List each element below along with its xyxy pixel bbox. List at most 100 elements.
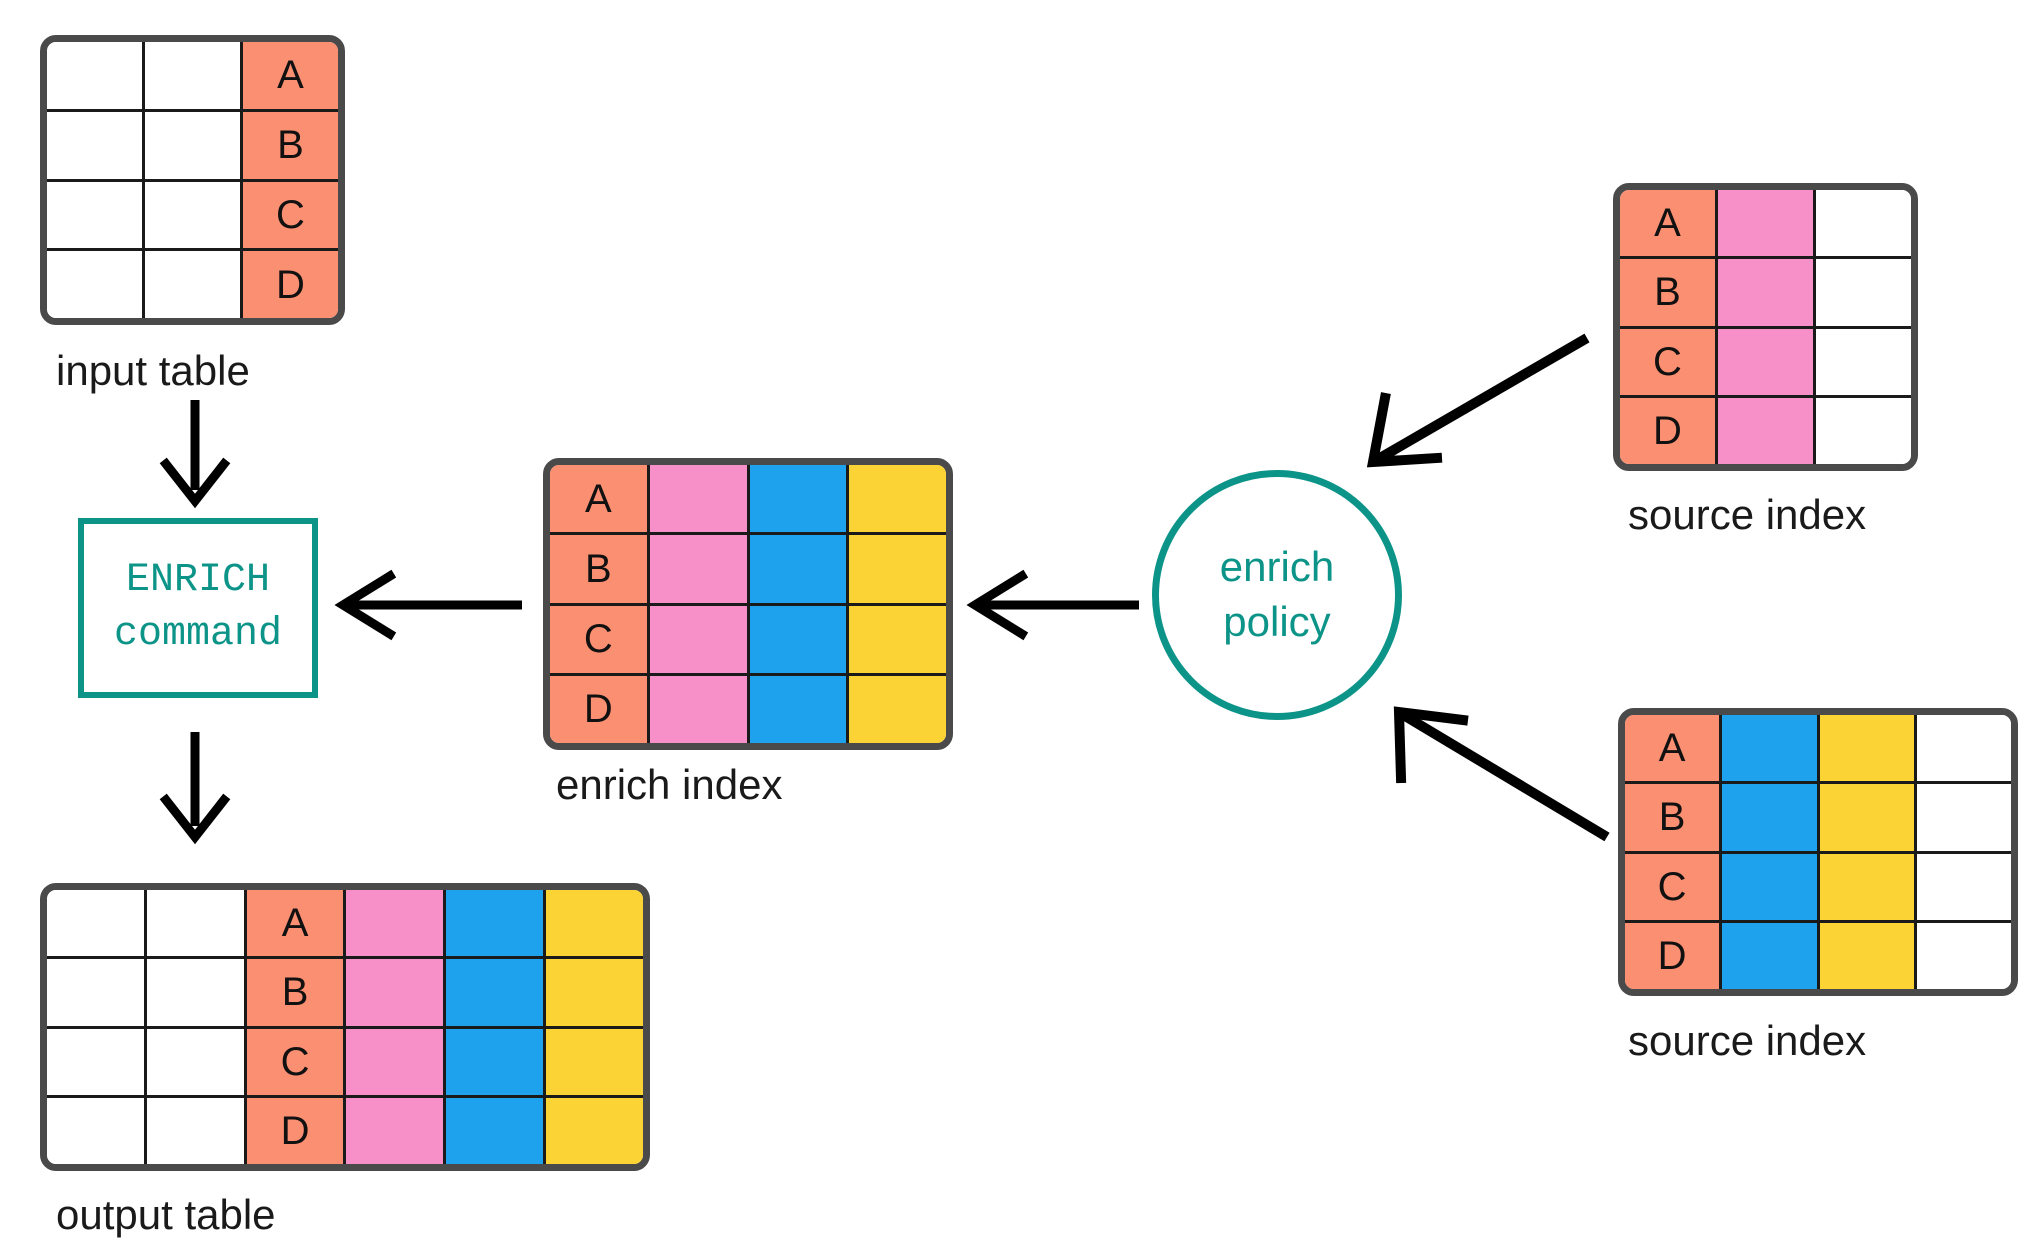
table-cell bbox=[1813, 328, 1911, 395]
table-cell bbox=[543, 890, 643, 957]
table-cell bbox=[47, 251, 142, 318]
table-cell: D bbox=[550, 675, 647, 743]
table-cell: A bbox=[240, 42, 338, 109]
table-cell bbox=[443, 890, 544, 957]
table-cell bbox=[646, 465, 747, 533]
table-cell: D bbox=[1625, 922, 1720, 989]
table-cell: D bbox=[1620, 397, 1715, 464]
table-cell bbox=[343, 959, 444, 1026]
table-cell bbox=[143, 1097, 244, 1164]
table-cell bbox=[1913, 784, 2011, 851]
enrich-command-box[interactable]: ENRICH command bbox=[78, 518, 318, 698]
table-cell: C bbox=[1620, 328, 1715, 395]
arrow-source-index-top-to-enrich-policy bbox=[1355, 330, 1595, 470]
table-cell bbox=[142, 181, 240, 249]
table-cell bbox=[143, 1028, 244, 1095]
arrow-input-table-to-enrich-command bbox=[150, 398, 240, 509]
table-cell bbox=[1813, 259, 1911, 326]
enrich-command-line2: command bbox=[113, 612, 283, 657]
table-cell: B bbox=[550, 535, 647, 603]
table-cell: A bbox=[550, 465, 647, 533]
table-row: B bbox=[1620, 256, 1911, 326]
enrich-policy-circle[interactable]: enrich policy bbox=[1152, 470, 1402, 720]
table-cell bbox=[343, 1028, 444, 1095]
table-cell: B bbox=[243, 959, 344, 1026]
table-row: B bbox=[47, 956, 643, 1026]
table-cell bbox=[646, 675, 747, 743]
table-cell bbox=[1715, 397, 1813, 464]
table-row: C bbox=[47, 1025, 643, 1095]
table-row: C bbox=[1625, 850, 2011, 920]
table-row: A bbox=[1620, 190, 1911, 257]
table-cell: C bbox=[240, 181, 338, 249]
table-cell: B bbox=[1620, 259, 1715, 326]
table-cell bbox=[142, 111, 240, 179]
source-index-bottom-label: source index bbox=[1628, 1017, 1867, 1064]
table-cell bbox=[143, 890, 244, 957]
table-cell bbox=[1816, 784, 1914, 851]
table-cell bbox=[543, 1097, 643, 1164]
table-cell bbox=[47, 1097, 144, 1164]
table-cell bbox=[47, 890, 144, 957]
table-row: C bbox=[47, 178, 338, 249]
table-cell bbox=[1719, 715, 1817, 782]
source-index-top-label: source index bbox=[1628, 491, 1867, 538]
table-cell: D bbox=[240, 251, 338, 318]
table-cell: A bbox=[243, 890, 344, 957]
enrich-policy-line1: enrich bbox=[1219, 543, 1335, 591]
table-cell bbox=[443, 1028, 544, 1095]
table-cell: B bbox=[1625, 784, 1720, 851]
arrow-enrich-policy-to-enrich-index bbox=[966, 565, 1143, 645]
table-cell bbox=[1816, 715, 1914, 782]
table-row: B bbox=[1625, 781, 2011, 851]
arrow-enrich-command-to-output-table bbox=[150, 730, 240, 845]
table-row: A bbox=[1625, 715, 2011, 782]
table-cell bbox=[1913, 715, 2011, 782]
table-cell bbox=[1715, 190, 1813, 257]
table-cell bbox=[543, 959, 643, 1026]
arrow-source-index-bottom-to-enrich-policy bbox=[1385, 700, 1615, 845]
enrich-policy-line2: policy bbox=[1223, 598, 1331, 645]
table-row: D bbox=[550, 672, 946, 743]
table-cell bbox=[143, 959, 244, 1026]
table-cell: B bbox=[240, 111, 338, 179]
table-cell bbox=[1816, 853, 1914, 920]
table-cell bbox=[47, 111, 142, 179]
table-row: D bbox=[47, 248, 338, 318]
table-cell: A bbox=[1620, 190, 1715, 257]
table-row: D bbox=[47, 1094, 643, 1164]
table-cell bbox=[1715, 259, 1813, 326]
table-cell bbox=[1913, 853, 2011, 920]
input-table-label: input table bbox=[56, 347, 250, 394]
table-cell bbox=[47, 959, 144, 1026]
table-cell bbox=[746, 675, 847, 743]
table-cell bbox=[142, 42, 240, 109]
table-cell bbox=[47, 42, 142, 109]
table-row: A bbox=[47, 42, 338, 109]
table-cell bbox=[746, 535, 847, 603]
table-row: D bbox=[1625, 919, 2011, 989]
table-cell bbox=[142, 251, 240, 318]
table-cell bbox=[47, 1028, 144, 1095]
table-row: C bbox=[550, 602, 946, 673]
table-cell: D bbox=[243, 1097, 344, 1164]
table-cell: A bbox=[1625, 715, 1720, 782]
table-row: A bbox=[47, 890, 643, 957]
table-cell bbox=[1719, 922, 1817, 989]
table-row: D bbox=[1620, 394, 1911, 464]
table-row: A bbox=[550, 465, 946, 533]
table-row: B bbox=[550, 532, 946, 603]
table-row: C bbox=[1620, 325, 1911, 395]
table-cell bbox=[846, 605, 946, 673]
table-cell bbox=[646, 605, 747, 673]
table-cell bbox=[343, 890, 444, 957]
table-cell bbox=[1719, 784, 1817, 851]
table-row: B bbox=[47, 108, 338, 179]
output-table-label: output table bbox=[56, 1191, 276, 1238]
table-cell bbox=[1715, 328, 1813, 395]
